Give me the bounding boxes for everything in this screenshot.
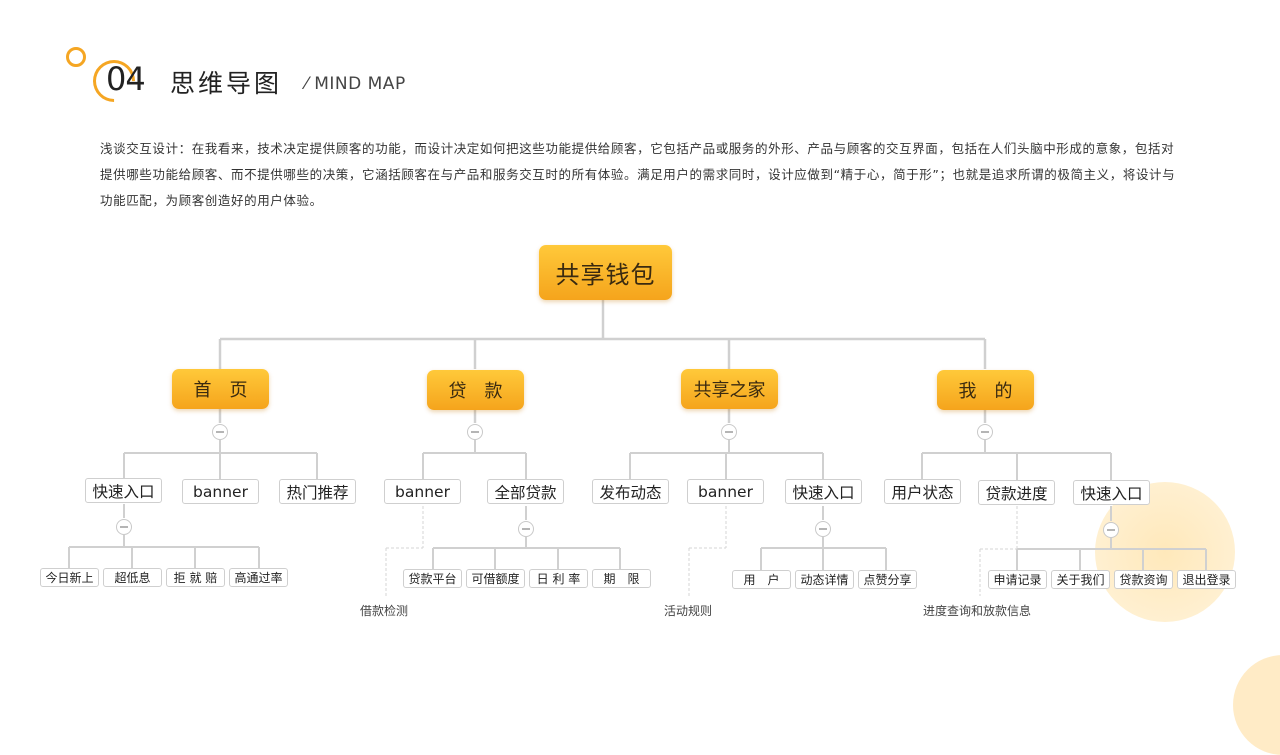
branch-node-home: 首 页 [172,369,269,409]
description-paragraph: 浅谈交互设计：在我看来，技术决定提供顾客的功能，而设计决定如何把这些功能提供给顾… [100,141,1176,208]
branch-node-loan: 贷 款 [427,370,524,410]
minus-icon [1107,529,1115,531]
node-hot-recommend: 热门推荐 [279,479,356,504]
mindmap-connectors [68,300,1207,596]
leaf-node: 退出登录 [1177,570,1236,589]
leaf-node: 动态详情 [795,570,854,589]
collapse-toggle-icon[interactable] [467,424,483,440]
leaf-node: 高通过率 [229,568,288,587]
leaf-node: 贷款平台 [403,569,462,588]
leaf-node: 期 限 [592,569,651,588]
node-quick-entry: 快速入口 [85,478,162,503]
leaf-node: 贷款资询 [1114,570,1173,589]
minus-icon [120,526,128,528]
leaf-node: 关于我们 [1051,570,1110,589]
ring-icon [66,47,86,67]
leaf-node: 超低息 [103,568,162,587]
collapse-toggle-icon[interactable] [518,521,534,537]
minus-icon [216,431,224,433]
minus-icon [981,431,989,433]
note-label: 活动规则 [664,604,713,618]
node-all-loans: 全部贷款 [487,479,564,504]
decorative-circle [1095,482,1235,622]
leaf-node: 点赞分享 [858,570,917,589]
note-label: 借款检测 [360,604,409,618]
collapse-toggle-icon[interactable] [977,424,993,440]
node-quick-entry: 快速入口 [785,479,862,504]
page-subtitle-text: MIND MAP [314,74,406,94]
collapse-toggle-icon[interactable] [1103,522,1119,538]
minus-icon [471,431,479,433]
leaf-node: 日 利 率 [529,569,588,588]
leaf-node: 可借额度 [466,569,525,588]
minus-icon [819,528,827,530]
mindmap-root-node: 共享钱包 [539,245,672,300]
leaf-node: 申请记录 [988,570,1047,589]
branch-node-share-home: 共享之家 [681,369,778,409]
node-user-status: 用户状态 [884,479,961,504]
leaf-node: 今日新上 [40,568,99,587]
node-banner: banner [182,479,259,504]
note-label: 进度查询和放款信息 [923,604,1032,618]
collapse-toggle-icon[interactable] [815,521,831,537]
slash-divider: ⁄ [305,74,315,94]
leaf-node: 拒 就 赔 [166,568,225,587]
page-title: 思维导图 [170,69,283,98]
leaf-node: 用 户 [732,570,791,589]
section-number: 04 [106,60,146,98]
node-banner: banner [384,479,461,504]
node-quick-entry: 快速入口 [1073,480,1150,505]
minus-icon [725,431,733,433]
node-banner: banner [687,479,764,504]
node-publish-dynamic: 发布动态 [592,479,669,504]
collapse-toggle-icon[interactable] [116,519,132,535]
collapse-toggle-icon[interactable] [212,424,228,440]
minus-icon [522,528,530,530]
page-subtitle: ⁄ MIND MAP [305,74,406,94]
branch-node-mine: 我 的 [937,370,1034,410]
collapse-toggle-icon[interactable] [721,424,737,440]
node-loan-progress: 贷款进度 [978,480,1055,505]
